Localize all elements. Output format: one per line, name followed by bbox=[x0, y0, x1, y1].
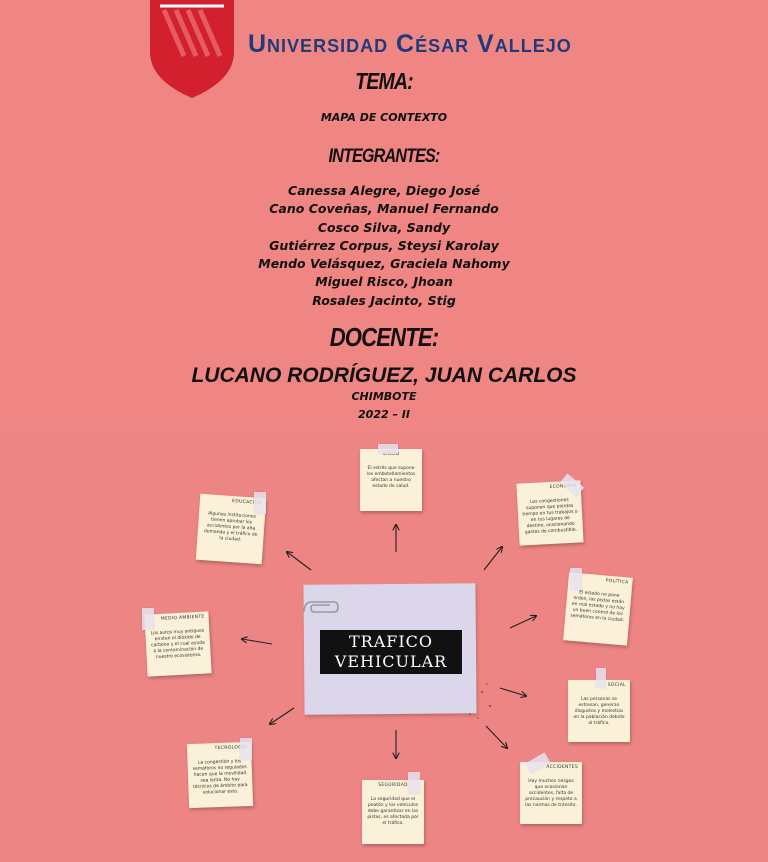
docente-name: LUCANO RODRÍGUEZ, JUAN CARLOS bbox=[191, 364, 577, 387]
member-item: Cano Coveñas, Manuel Fernando bbox=[269, 201, 499, 217]
note-text: Hay muchos riesgos que ocasionan acciden… bbox=[525, 779, 577, 808]
map-arrows bbox=[0, 430, 768, 862]
integrantes-label: INTEGRANTES: bbox=[328, 146, 441, 167]
note-title: ACCIDENTES bbox=[546, 765, 578, 770]
tape-decoration bbox=[596, 668, 606, 688]
note-text: Los congestiones suponen que pierdas tie… bbox=[522, 498, 578, 536]
note-accidentes: ACCIDENTES Hay muchos riesgos que ocasio… bbox=[520, 762, 582, 824]
note-text: La congestión y los semáforos no regulad… bbox=[192, 759, 248, 796]
tape-decoration bbox=[142, 608, 154, 630]
member-item: Cosco Silva, Sandy bbox=[317, 219, 451, 235]
note-text: El estado no pone orden, las pistas está… bbox=[570, 590, 625, 624]
tape-decoration bbox=[378, 444, 398, 454]
tape-decoration bbox=[570, 568, 582, 590]
tape-decoration bbox=[408, 772, 420, 794]
university-name: Universidad César Vallejo bbox=[248, 30, 572, 58]
tape-decoration bbox=[240, 738, 252, 760]
note-title: SEGURIDAD bbox=[378, 783, 408, 788]
note-text: Las personas se estresan, generan disgus… bbox=[573, 697, 625, 726]
note-title: SOCIAL bbox=[607, 683, 626, 688]
note-title: MEDIO AMBIENTE bbox=[160, 614, 205, 622]
note-medio-ambiente: MEDIO AMBIENTE Los autos muy antiguos em… bbox=[144, 611, 212, 677]
note-text: Algunas instituciones tienen aprobar los… bbox=[203, 511, 258, 543]
paperclip-icon bbox=[303, 601, 339, 613]
note-title: TECNOLOGÍA bbox=[214, 745, 248, 752]
docente-label: DOCENTE: bbox=[329, 322, 439, 352]
note-social: SOCIAL Las personas se estresan, generan… bbox=[568, 680, 630, 742]
note-text: El estrés que supone los embotellamiento… bbox=[366, 466, 416, 489]
central-title-line-2: VEHICULAR bbox=[334, 652, 448, 671]
member-item: Canessa Alegre, Diego José bbox=[288, 183, 480, 198]
central-title: TRAFICO VEHICULAR bbox=[320, 630, 462, 674]
note-text: La seguridad que el peatón y los vehícul… bbox=[367, 797, 419, 826]
member-item: Miguel Risco, Jhoan bbox=[315, 274, 453, 290]
city: CHIMBOTE bbox=[351, 390, 417, 403]
note-text: Los autos muy antiguos emiten el dióxido… bbox=[150, 628, 206, 661]
member-item: Gutiérrez Corpus, Steysi Karolay bbox=[269, 237, 499, 253]
university-logo-icon bbox=[150, 0, 234, 98]
members-list: Canessa Alegre, Diego José Cano Coveñas,… bbox=[0, 182, 768, 310]
note-salud: SALUD El estrés que supone los embotella… bbox=[360, 449, 422, 511]
tema-label: TEMA: bbox=[355, 68, 414, 94]
member-item: Mendo Velásquez, Graciela Nahomy bbox=[258, 256, 510, 272]
member-item: Rosales Jacinto, Stig bbox=[312, 292, 456, 308]
period: 2022 – II bbox=[358, 408, 410, 421]
tema-value: MAPA DE CONTEXTO bbox=[320, 111, 448, 124]
tape-decoration bbox=[254, 492, 266, 514]
cover-header: Universidad César Vallejo TEMA: MAPA DE … bbox=[0, 0, 768, 430]
central-title-line-1: TRAFICO bbox=[348, 632, 434, 651]
note-title: SALUD bbox=[382, 452, 400, 457]
